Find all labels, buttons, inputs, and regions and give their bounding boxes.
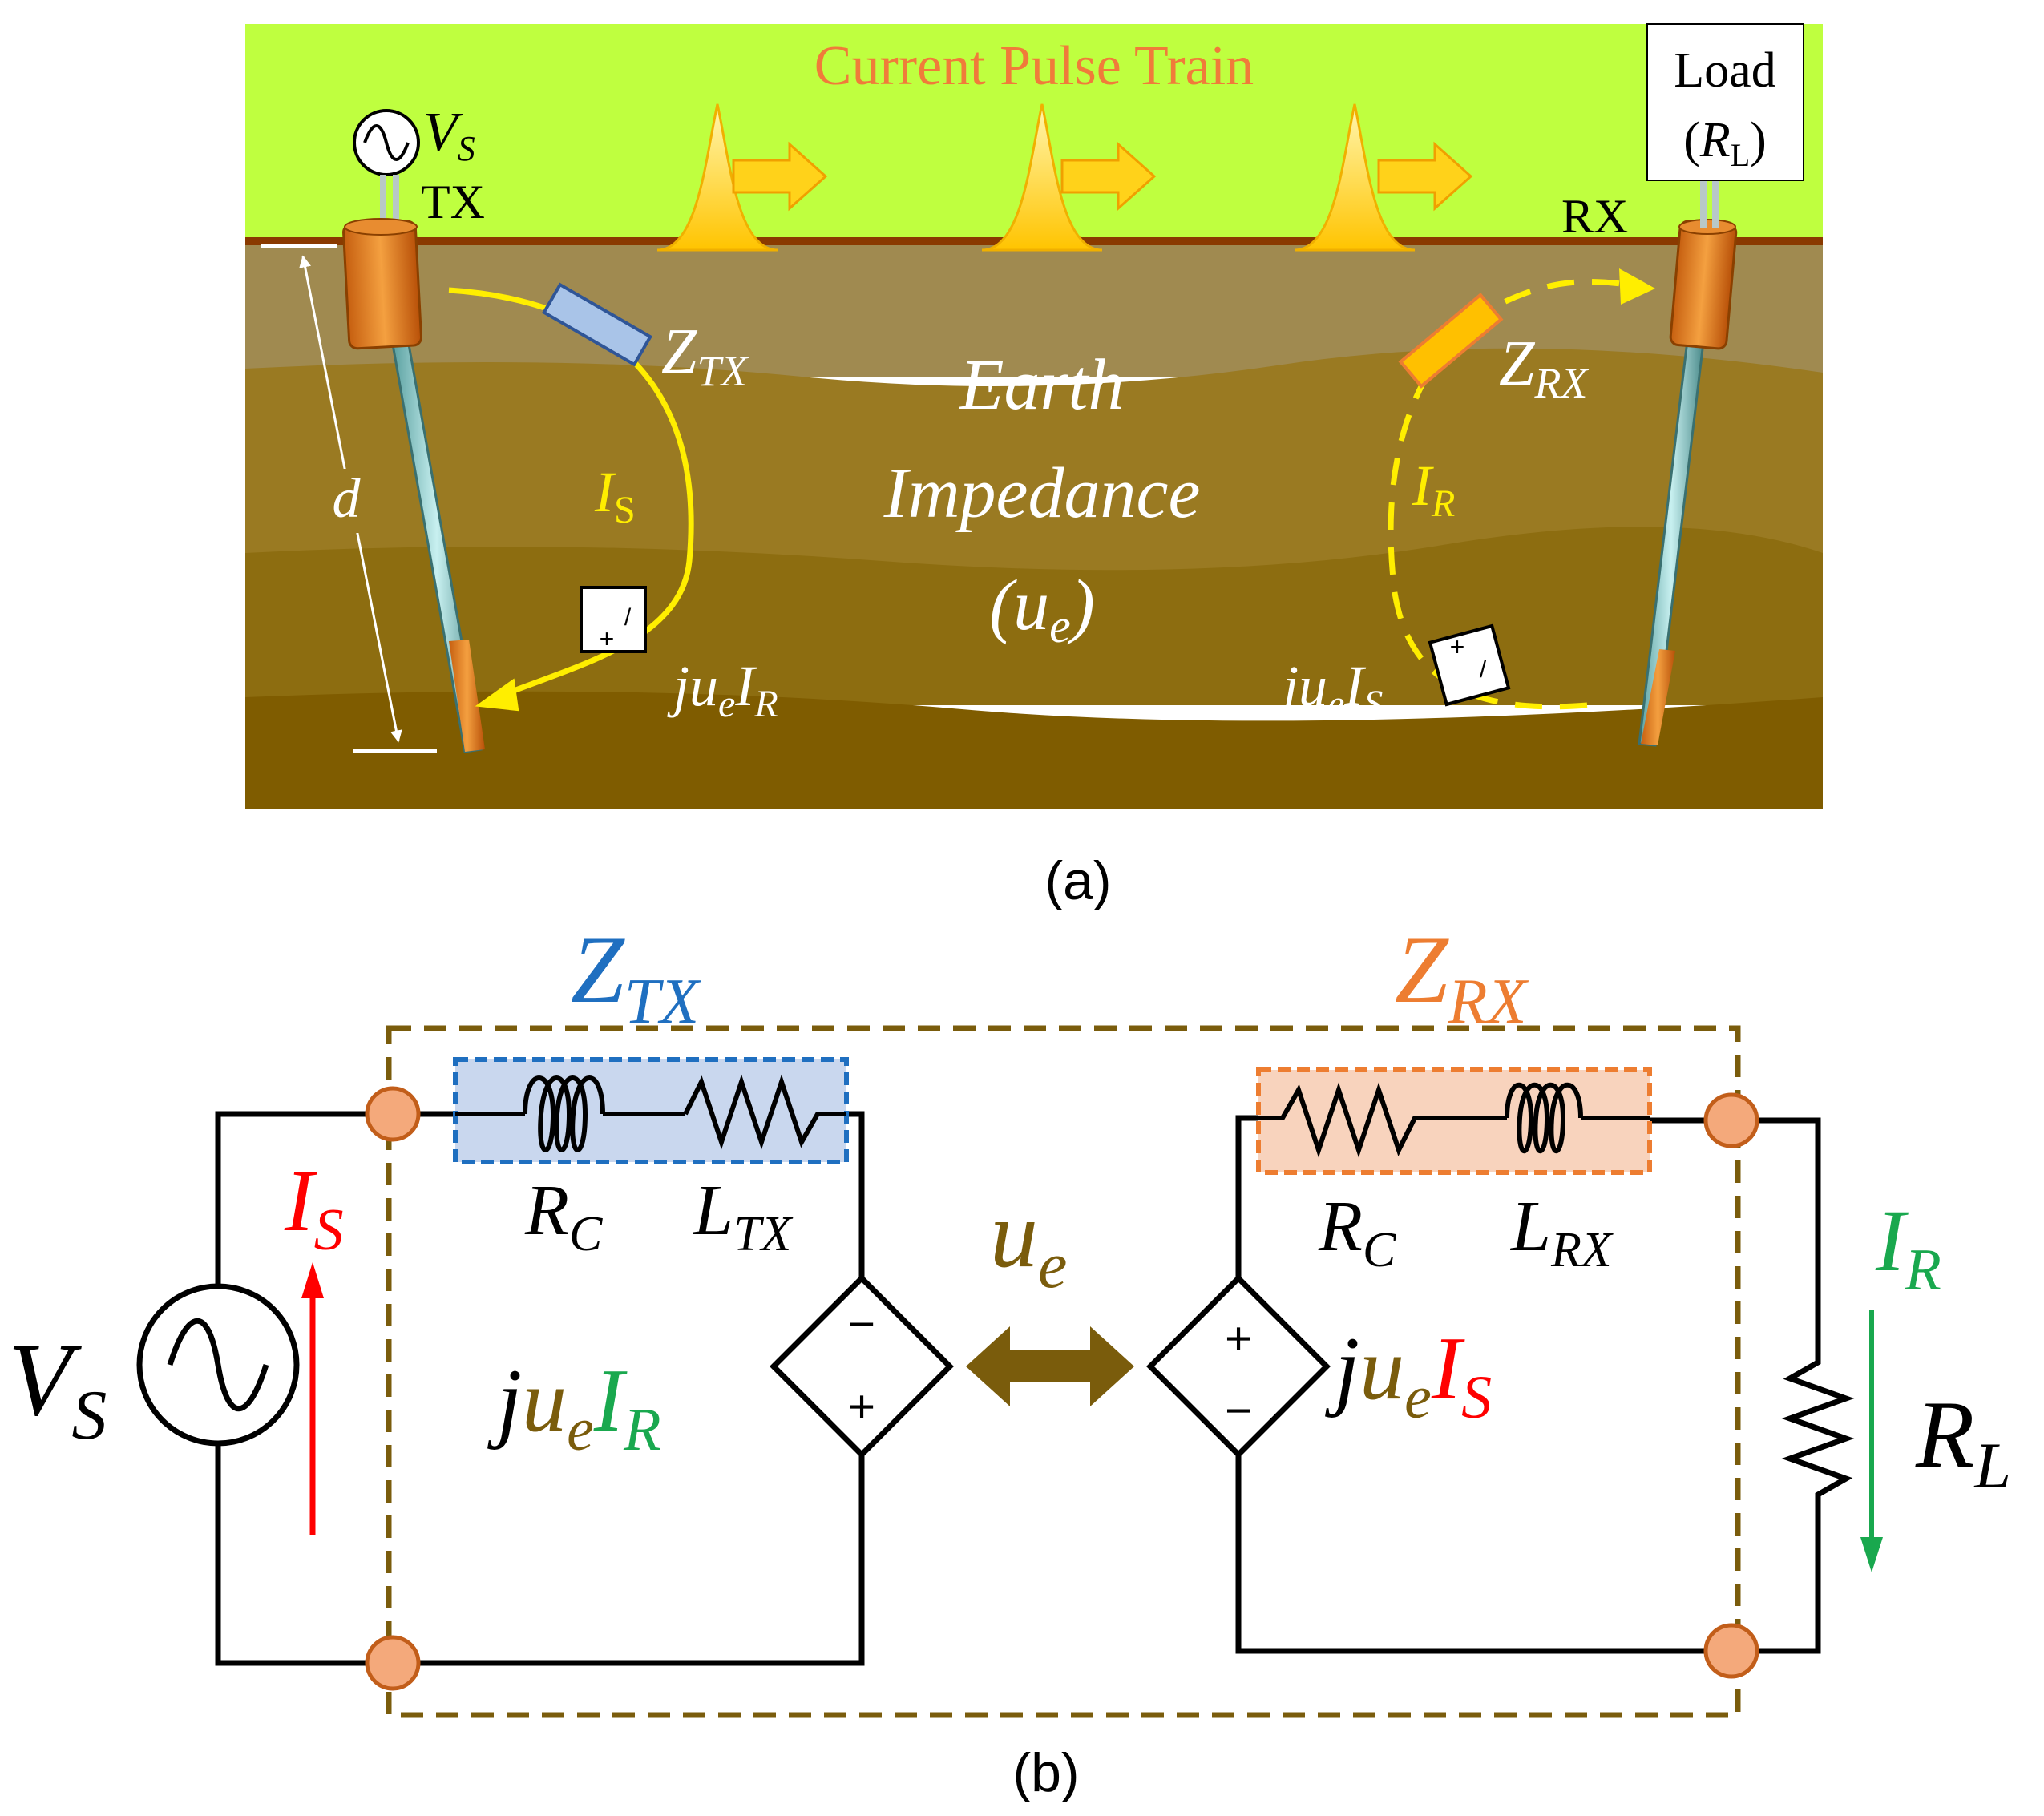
svg-text:−: − [848, 1298, 875, 1350]
svg-text:VS: VS [8, 1322, 107, 1455]
rc-tx-resistor-icon [683, 1074, 846, 1150]
zrx-box [1256, 1067, 1652, 1175]
ltx-label: L [692, 1171, 733, 1250]
svg-text:ZTX: ZTX [661, 317, 749, 395]
pulse-3 [1294, 103, 1473, 252]
svg-text:Impedance: Impedance [883, 454, 1201, 533]
soil-layer-3 [245, 527, 1823, 705]
terminal-rx-bottom [1703, 1623, 1759, 1679]
tx-current-path: + / [448, 282, 694, 712]
svg-text:IR: IR [1875, 1192, 1941, 1303]
svg-text:LRX: LRX [1509, 1187, 1614, 1277]
terminal-rx-top [1703, 1092, 1759, 1148]
ir-label-a: I [1412, 454, 1434, 518]
tx-source-label: V [423, 102, 463, 163]
terminal-tx-top [365, 1086, 421, 1142]
rx-electrode [1638, 176, 1738, 747]
pulse-2 [981, 103, 1157, 252]
svg-text:/: / [624, 604, 632, 631]
dep-left-label: jueIR [487, 1351, 661, 1463]
zrx-label-a: Z [1499, 329, 1536, 399]
is-label-b: I [284, 1152, 317, 1249]
rx-label: RX [1561, 190, 1628, 243]
depth-dimension: d [261, 244, 437, 753]
zrx-label-b: Z [1395, 916, 1449, 1023]
svg-text:+: + [600, 624, 615, 653]
rc-right-label: R [1318, 1187, 1363, 1266]
svg-text:LTX: LTX [692, 1171, 794, 1261]
dependent-source-tx-icon [580, 586, 647, 653]
terminal-tx-bottom [365, 1635, 421, 1691]
tx-label: TX [421, 176, 485, 228]
pulse-1 [656, 103, 828, 252]
svg-text:ue: ue [990, 1180, 1067, 1301]
panel-a: Current Pulse Train VS TX [245, 23, 1823, 809]
vs-label: V [8, 1322, 82, 1438]
tx-source-sub: S [458, 129, 475, 168]
svg-text:RL: RL [1915, 1381, 2011, 1502]
tx-source: VS TX [353, 102, 485, 228]
svg-text:Earth: Earth [958, 345, 1124, 425]
svg-text:/: / [1480, 656, 1487, 683]
svg-text:IS: IS [284, 1152, 344, 1263]
ztx-box [453, 1057, 849, 1164]
svg-text:ZTX: ZTX [571, 916, 701, 1037]
earth-impedance-label: Earth Impedance (ue) [883, 345, 1201, 652]
rc-rx-resistor-icon [1258, 1082, 1507, 1158]
zrx-impedance-block [1398, 293, 1504, 389]
rl-resistor-icon [1781, 1334, 1855, 1507]
lrx-label: L [1509, 1187, 1551, 1266]
tx-circuit-wiring [215, 1111, 865, 1666]
earth-impedance-frame [386, 1025, 1741, 1718]
svg-text:(RL): (RL) [1683, 113, 1767, 173]
ztx-label-b: Z [571, 916, 625, 1023]
svg-text:ZRX: ZRX [1395, 916, 1529, 1037]
is-label-a: I [594, 460, 616, 524]
dep-tx-label-a: ju [667, 654, 718, 718]
svg-text:RC: RC [524, 1171, 603, 1261]
soil-layer-2 [245, 348, 1823, 577]
rl-label: R [1915, 1381, 1974, 1487]
rx-current-path: + / [1388, 268, 1655, 710]
lrx-inductor-icon [1505, 1082, 1650, 1154]
caption-a: (a) [1044, 850, 1111, 911]
pulse-train-title: Current Pulse Train [814, 35, 1254, 97]
dep-rx-label-a: ju [1276, 654, 1327, 718]
ue-label: u [990, 1180, 1038, 1287]
svg-text:+: + [1450, 632, 1465, 661]
rx-circuit-wiring [1235, 1115, 1821, 1654]
svg-text:jueIR: jueIR [667, 654, 778, 725]
coupling-arrow-icon [966, 1326, 1134, 1406]
svg-text:−: − [1225, 1385, 1252, 1437]
rc-left-label: R [524, 1171, 569, 1250]
svg-text:VS: VS [423, 102, 475, 168]
load-box: Load (RL) [1646, 23, 1804, 181]
ztx-label-a: Z [661, 317, 698, 387]
svg-text:+: + [1225, 1313, 1252, 1365]
ir-label-b: I [1875, 1192, 1909, 1289]
svg-text:(ue): (ue) [989, 566, 1095, 652]
svg-text:jueIS: jueIS [1276, 654, 1383, 725]
svg-text:Load: Load [1674, 43, 1775, 98]
dependent-source-tx-b [770, 1274, 954, 1459]
panel-b: ZTX ZRX RC LTX [8, 916, 2011, 1718]
svg-text:IS: IS [594, 460, 636, 531]
ztx-impedance-block [541, 282, 653, 367]
svg-text:+: + [848, 1381, 875, 1433]
caption-b: (b) [1012, 1742, 1079, 1803]
svg-text:RC: RC [1318, 1187, 1396, 1277]
depth-label: d [333, 468, 362, 530]
svg-text:ZRX: ZRX [1499, 329, 1589, 407]
svg-text:IR: IR [1412, 454, 1455, 525]
dependent-source-rx-icon [1428, 623, 1511, 707]
soil-layer-4 [245, 691, 1823, 809]
dep-right-label: jueIS [1325, 1319, 1492, 1431]
ltx-inductor-icon [455, 1075, 685, 1152]
